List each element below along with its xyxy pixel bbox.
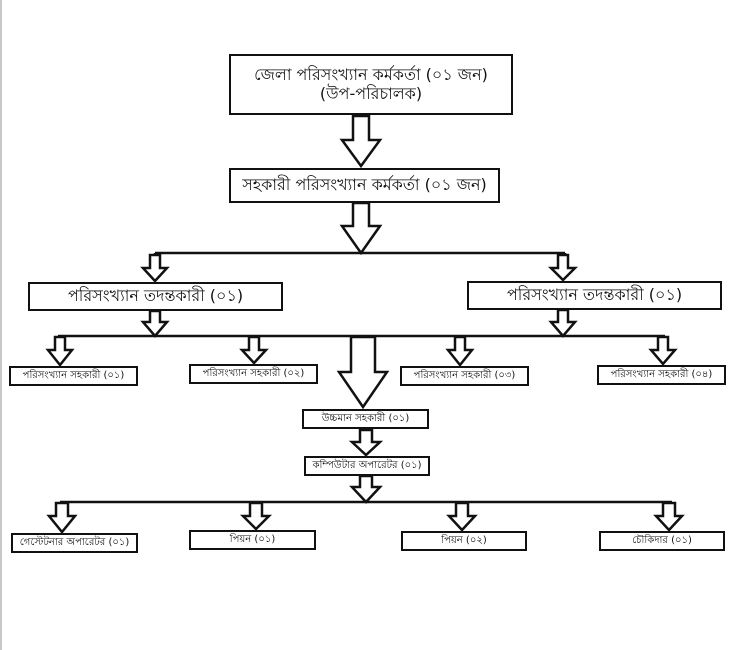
district-officer-subtitle: (উপ-পরিচালক) <box>319 83 423 103</box>
down-arrow-icon <box>653 501 685 532</box>
down-arrow-icon <box>339 201 383 256</box>
peon-box: পিয়ন (০১) <box>189 530 316 550</box>
down-arrow-icon <box>140 309 170 338</box>
down-arrow-icon <box>348 428 384 457</box>
investigator-left-label: পরিসংখ্যান তদন্তকারী (০১) <box>67 286 244 306</box>
statistics-investigator-right-box: পরিসংখ্যান তদন্তকারী (০১) <box>467 281 722 310</box>
investigator-right-label: পরিসংখ্যান তদন্তকারী (০১) <box>506 285 683 305</box>
gestetner-operator-box: গেস্টেটনার অপারেটর (০১) <box>11 533 138 553</box>
computer-operator-box: কম্পিউটার অপারেটর (০১) <box>304 456 430 476</box>
watchman-label: চৌকিদার (০১) <box>632 535 692 547</box>
statistics-assistant-label: পরিসংখ্যান সহকারী (০৪) <box>610 369 713 381</box>
statistics-investigator-left-box: পরিসংখ্যান তদন্তকারী (০১) <box>28 282 283 311</box>
down-arrow-icon <box>140 253 170 283</box>
down-arrow-icon <box>339 114 383 169</box>
watchman-box: চৌকিদার (০১) <box>599 531 725 551</box>
peon-label: পিয়ন (০১) <box>229 534 276 546</box>
down-arrow-icon <box>445 335 475 368</box>
statistics-assistant-box: পরিসংখ্যান সহকারী (০৪) <box>597 365 726 385</box>
upper-division-assistant-box: উচ্চমান সহকারী (০১) <box>302 409 429 429</box>
down-arrow-icon <box>547 253 579 282</box>
statistics-assistant-box: পরিসংখ্যান সহকারী (০১) <box>9 366 138 386</box>
down-arrow-icon <box>648 335 678 366</box>
statistics-assistant-box: পরিসংখ্যান সহকারী (০৩) <box>400 366 529 386</box>
down-arrow-icon <box>446 501 478 532</box>
down-arrow-icon <box>239 501 273 531</box>
peon-box: পিয়ন (০২) <box>401 531 527 551</box>
down-arrow-icon <box>349 474 383 504</box>
down-arrow-icon <box>239 335 269 365</box>
peon-label: পিয়ন (০২) <box>441 535 487 547</box>
assistant-officer-label: সহকারী পরিসংখ্যান কর্মকর্তা (০১ জন) <box>242 175 487 195</box>
down-arrow-icon <box>45 335 75 368</box>
statistics-assistant-label: পরিসংখ্যান সহকারী (০২) <box>202 368 305 380</box>
gestetner-operator-label: গেস্টেটনার অপারেটর (০১) <box>19 537 130 549</box>
left-edge-border <box>0 0 2 650</box>
upper-division-assistant-label: উচ্চমান সহকারী (০১) <box>321 413 410 425</box>
down-arrow-icon <box>336 335 390 410</box>
statistics-assistant-label: পরিসংখ্যান সহকারী (০১) <box>22 370 125 382</box>
district-statistics-officer-box: জেলা পরিসংখ্যান কর্মকর্তা (০১ জন) (উপ-পর… <box>229 54 513 115</box>
assistant-statistics-officer-box: সহকারী পরিসংখ্যান কর্মকর্তা (০১ জন) <box>229 168 500 203</box>
computer-operator-label: কম্পিউটার অপারেটর (০১) <box>312 460 422 472</box>
down-arrow-icon <box>46 501 78 534</box>
down-arrow-icon <box>548 308 578 338</box>
statistics-assistant-label: পরিসংখ্যান সহকারী (০৩) <box>413 370 516 382</box>
statistics-assistant-box: পরিসংখ্যান সহকারী (০২) <box>189 364 318 384</box>
district-officer-title: জেলা পরিসংখ্যান কর্মকর্তা (০১ জন) <box>254 65 488 85</box>
